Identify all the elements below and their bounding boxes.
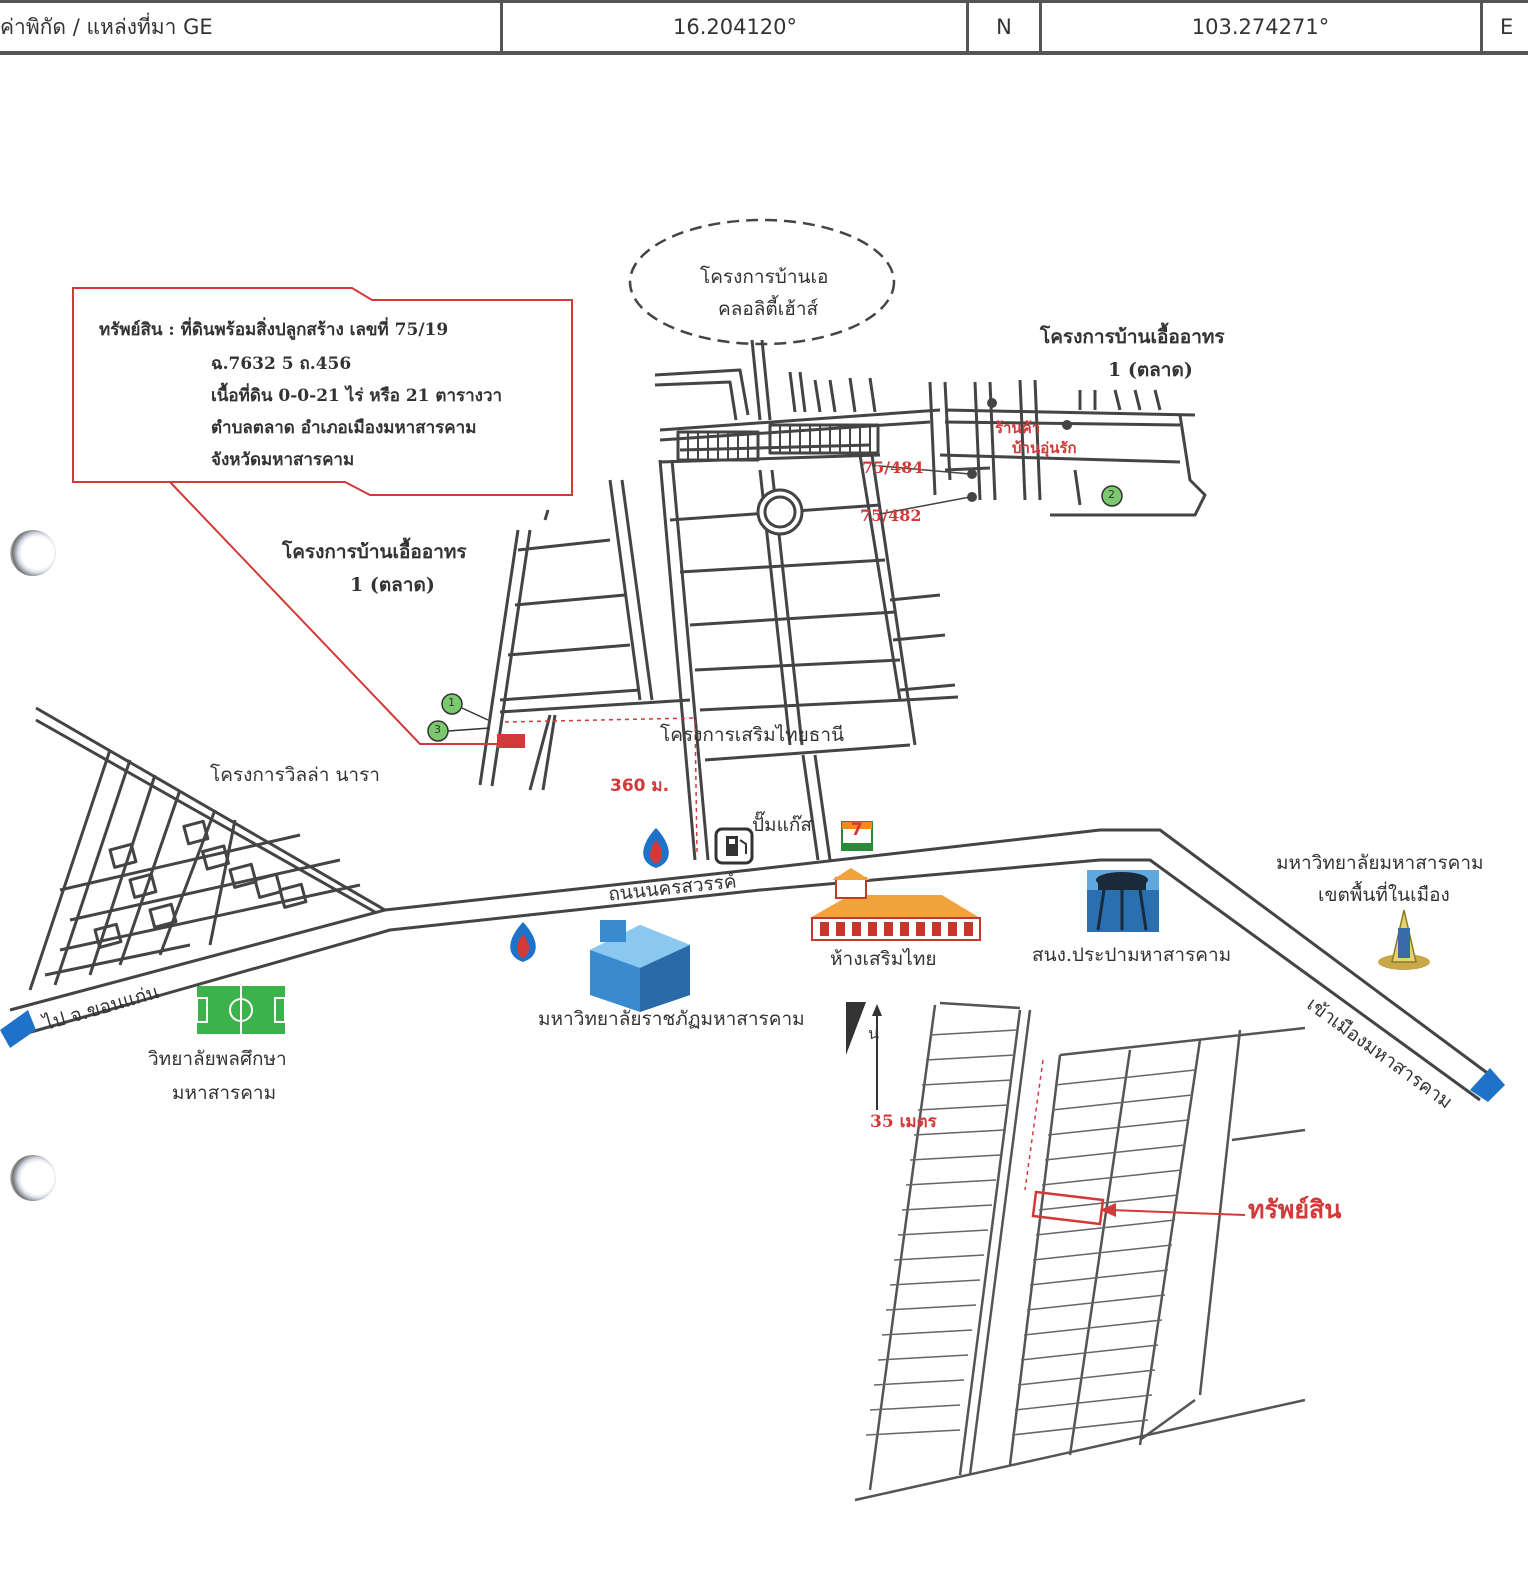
label-seven-eleven: 7 <box>851 820 863 840</box>
arrow-to-city <box>1470 1068 1505 1102</box>
label-baan-aoe-2: คลอลิตี้เฮ้าส์ <box>718 298 819 320</box>
label-uea-left-1: โครงการบ้านเอื้ออาทร <box>282 541 467 563</box>
label-water-authority: สนง.ประปามหาสารคาม <box>1032 944 1232 966</box>
ptt-station-icon <box>643 828 669 868</box>
label-lot-484: 75/484 <box>862 458 924 477</box>
label-sermthai-thani: โครงการเสริมไทยธานี <box>660 724 845 746</box>
football-field-icon <box>196 986 286 1034</box>
header-divider <box>966 2 969 52</box>
arrow-to-khonkaen <box>0 1010 36 1048</box>
asset-pointer-line <box>1109 1209 1246 1216</box>
marker-1 <box>441 693 463 715</box>
marker-3-label: 3 <box>434 723 441 736</box>
mall-icon <box>810 868 981 941</box>
asset-line-2: ฉ.7632 5 ถ.456 <box>211 354 352 374</box>
msu-logo-icon <box>1378 909 1430 970</box>
ptt-station-icon <box>510 922 536 962</box>
marker-2 <box>1101 485 1123 507</box>
cadastral-plan <box>854 1001 1306 1502</box>
longitude-value: 103.274271° <box>1191 15 1330 39</box>
label-uea-left-2: 1 (ตลาด) <box>350 574 435 596</box>
label-lot-482: 75/482 <box>860 506 922 525</box>
north-arrow-icon <box>846 1002 882 1110</box>
label-msu-2: เขตพื้นที่ในเมือง <box>1318 884 1450 906</box>
label-baan-aoe-1: โครงการบ้านเอ <box>700 266 829 288</box>
longitude-direction: E <box>1500 15 1514 39</box>
asset-info-box: ทรัพย์สิน : ที่ดินพร้อมสิ่งปลูกสร้าง เลข… <box>73 288 571 488</box>
binder-hole <box>10 1155 56 1201</box>
seven-eleven-icon <box>841 821 873 851</box>
cadastral-lots <box>865 1029 1196 1436</box>
label-villa-nara: โครงการวิลล่า นารา <box>210 764 380 786</box>
coordinate-header: ค่าพิกัด / แหล่งที่มา GE 16.204120° N 10… <box>0 0 1528 56</box>
asset-line-4: ตำบลตลาด อำเภอเมืองมหาสารคาม <box>211 418 477 438</box>
asset-line-5: จังหวัดมหาสารคาม <box>211 450 355 470</box>
asset-line-3: เนื้อที่ดิน 0-0-21 ไร่ หรือ 21 ตารางวา <box>211 386 503 406</box>
label-gas-station: ปั๊มแก๊ส <box>752 814 812 836</box>
university-building-icon <box>590 920 690 1012</box>
label-distance-35: 35 เมตร <box>870 1112 937 1132</box>
latitude-direction: N <box>996 15 1012 39</box>
header-top-border <box>0 0 1528 3</box>
binder-hole <box>10 530 56 576</box>
latitude-value: 16.204120° <box>672 15 798 39</box>
baan-aoe-ellipse <box>628 218 896 346</box>
marker-1-label: 1 <box>448 696 455 709</box>
asset-lot-highlight <box>1031 1190 1105 1226</box>
asset-location-marker <box>497 734 525 748</box>
header-divider <box>1039 2 1042 52</box>
water-tower-icon <box>1087 870 1159 932</box>
label-shop-2: บ้านอุ่นรัก <box>1012 439 1077 457</box>
label-distance-360: 360 ม. <box>610 776 670 796</box>
asset-line-1: ทรัพย์สิน : ที่ดินพร้อมสิ่งปลูกสร้าง เลข… <box>99 320 449 340</box>
leader-line <box>169 481 498 745</box>
header-divider <box>500 2 503 52</box>
label-north: น <box>868 1024 879 1043</box>
label-shop-1: ร้านค้า <box>995 419 1041 437</box>
label-uea-right-2: 1 (ตลาด) <box>1108 359 1193 381</box>
label-sermthai-mall: ห้างเสริมไทย <box>830 948 937 970</box>
label-msu-1: มหาวิทยาลัยมหาสารคาม <box>1276 852 1484 874</box>
gas-pump-icon <box>714 827 754 865</box>
label-asset: ทรัพย์สิน <box>1248 1195 1342 1224</box>
header-bottom-border <box>0 51 1528 55</box>
header-divider <box>1480 2 1483 52</box>
label-uea-right-1: โครงการบ้านเอื้ออาทร <box>1040 326 1225 348</box>
marker-2-label: 2 <box>1108 488 1115 501</box>
asset-box-outline <box>72 287 573 496</box>
label-phys-ed-2: มหาสารคาม <box>172 1082 277 1104</box>
label-rajabhat: มหาวิทยาลัยราชภัฏมหาสารคาม <box>538 1008 805 1030</box>
label-phys-ed-1: วิทยาลัยพลศึกษา <box>148 1048 287 1070</box>
header-label: ค่าพิกัด / แหล่งที่มา GE <box>0 14 213 39</box>
